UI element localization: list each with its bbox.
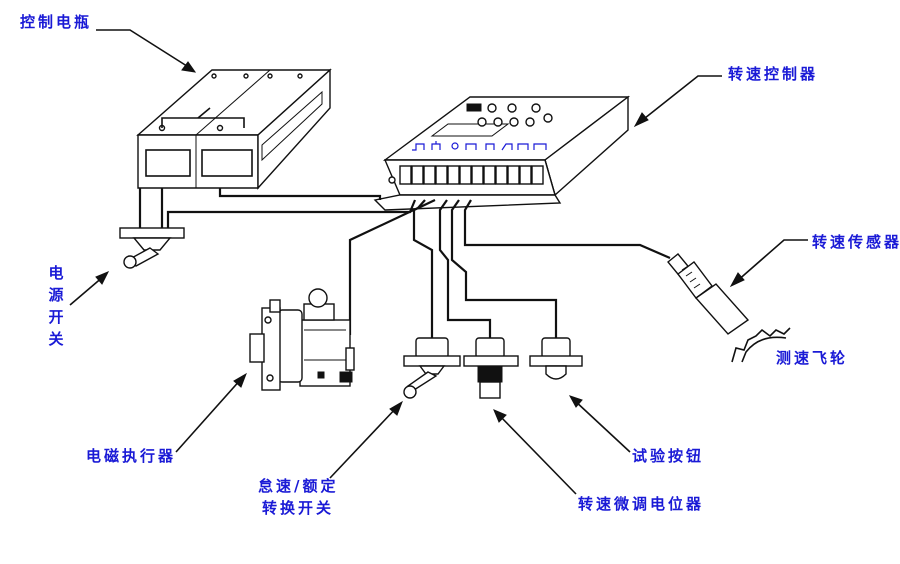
speed-sensor <box>667 253 750 335</box>
label-actuator: 电磁执行器 <box>86 447 177 465</box>
wiring <box>138 188 671 338</box>
label-control-battery: 控制电瓶 <box>20 13 93 31</box>
speed-wheel <box>731 327 791 363</box>
label-power-switch: 电源开关 <box>48 264 64 348</box>
control-battery <box>136 68 332 190</box>
label-idle-rated-line1: 怠速/额定 <box>258 477 339 495</box>
label-speed-potentiometer: 转速微调电位器 <box>578 495 705 513</box>
label-idle-rated-line2: 转换开关 <box>262 499 335 517</box>
label-speed-controller: 转速控制器 <box>728 65 819 83</box>
power-switch <box>119 227 185 269</box>
controller-knobs <box>477 103 553 127</box>
label-speed-sensor: 转速传感器 <box>812 233 900 251</box>
test-button-device <box>529 337 583 380</box>
label-test-button: 试验按钮 <box>632 447 705 465</box>
idle-rated-switch <box>403 337 461 399</box>
label-speed-wheel: 测速飞轮 <box>776 349 849 367</box>
speed-controller <box>373 95 631 211</box>
terminal-markings <box>412 141 547 151</box>
speed-potentiometer <box>463 337 519 399</box>
terminal-strip <box>399 165 544 185</box>
electromagnetic-actuator <box>249 288 355 391</box>
callout-arrows <box>69 29 808 495</box>
